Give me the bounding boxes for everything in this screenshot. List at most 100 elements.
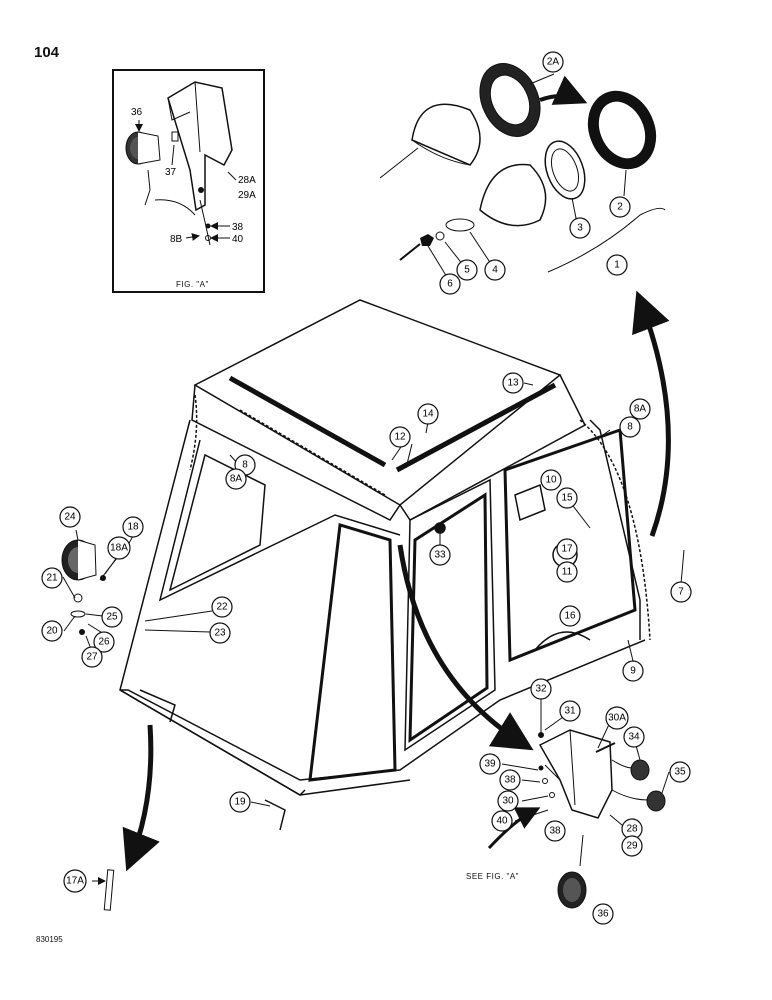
callout-26: 26	[93, 631, 115, 653]
callout-circle	[609, 196, 631, 218]
callout-number: 34	[628, 732, 640, 743]
callout-3: 3	[569, 217, 591, 239]
callout-circle	[556, 561, 578, 583]
callout-36: 36	[592, 903, 614, 925]
callout-23: 23	[209, 622, 231, 644]
callout-circle	[559, 700, 581, 722]
flow-arrows	[122, 290, 671, 872]
callout-number: 6	[447, 279, 453, 290]
callout-circle	[622, 660, 644, 682]
callout-12: 12	[389, 426, 411, 448]
see-fig-note: SEE FIG. "A"	[466, 872, 520, 881]
callout-number: 3	[577, 223, 583, 234]
callout-circle	[670, 581, 692, 603]
callout-number: 24	[64, 512, 76, 523]
callout-number: 16	[564, 611, 576, 622]
callout-number: 36	[597, 909, 609, 920]
callout-circle	[559, 605, 581, 627]
callout-circle	[556, 538, 578, 560]
inset-label-8B: 8B	[170, 234, 183, 245]
callout-31: 31	[559, 700, 581, 722]
callout-number: 32	[535, 684, 547, 695]
callout-5: 5	[456, 259, 478, 281]
callout-number: 8A	[634, 404, 647, 415]
callout-number: 28	[626, 824, 638, 835]
callout-circle	[122, 516, 144, 538]
inset-label-40: 40	[232, 234, 244, 245]
callout-number: 11	[562, 567, 573, 578]
cab-body	[119, 299, 651, 831]
inset-label-36: 36	[131, 107, 143, 118]
callout-number: 18A	[110, 543, 128, 554]
inset-figure-a: 36 37 28A 29A 38 8B 40	[112, 69, 265, 293]
callout-circle	[605, 706, 629, 730]
callout-circle	[41, 620, 63, 642]
callout-11: 11	[556, 561, 578, 583]
callout-number: 21	[46, 573, 58, 584]
callout-circle	[542, 51, 564, 73]
callout-number: 20	[46, 626, 58, 637]
callout-number: 5	[464, 265, 470, 276]
callout-number: 23	[214, 628, 226, 639]
callout-number: 2	[617, 202, 623, 213]
callout-number: 30	[502, 796, 514, 807]
callout-number: 12	[394, 432, 406, 443]
callout-number: 39	[484, 759, 496, 770]
callout-circle	[621, 835, 643, 857]
callout-24: 24	[59, 506, 81, 528]
callout-number: 38	[549, 826, 561, 837]
callout-17a: 17A	[63, 869, 87, 893]
callout-circle	[629, 398, 651, 420]
callout-number: 1	[614, 260, 620, 271]
callout-number: 17	[561, 544, 573, 555]
callout-number: 17A	[66, 876, 84, 887]
callout-number: 13	[507, 378, 519, 389]
callout-circle	[456, 259, 478, 281]
callout-circle	[211, 596, 233, 618]
callout-number: 9	[630, 666, 636, 677]
callout-circle	[540, 469, 562, 491]
callout-number: 2A	[547, 57, 560, 68]
callout-7: 7	[670, 581, 692, 603]
callout-circle	[569, 217, 591, 239]
callout-circle	[544, 820, 566, 842]
callout-number: 8	[242, 460, 248, 471]
callout-6: 6	[439, 273, 461, 295]
callout-4: 4	[484, 259, 506, 281]
callout-20: 20	[41, 620, 63, 642]
callout-number: 15	[561, 493, 573, 504]
callout-32: 32	[530, 678, 552, 700]
callout-9: 9	[622, 660, 644, 682]
callout-circle	[623, 726, 645, 748]
callout-circle	[491, 810, 513, 832]
callout-circle	[93, 631, 115, 653]
callout-30a: 30A	[605, 706, 629, 730]
callout-8a: 8A	[629, 398, 651, 420]
callout-circle	[439, 273, 461, 295]
callout-8: 8	[619, 416, 641, 438]
callout-18a: 18A	[107, 536, 131, 560]
callout-circle	[497, 790, 519, 812]
callout-layer: 122A3456788A88A9101112131415161717A1818A…	[41, 51, 692, 925]
drawing-code: 830195	[36, 935, 63, 944]
callout-8a: 8A	[225, 468, 247, 490]
callout-2: 2	[609, 196, 631, 218]
callout-17: 17	[556, 538, 578, 560]
callout-circle	[669, 761, 691, 783]
callout-circle	[389, 426, 411, 448]
callout-number: 31	[564, 706, 576, 717]
callout-number: 18	[127, 522, 139, 533]
callout-circle	[479, 753, 501, 775]
callout-30: 30	[497, 790, 519, 812]
callout-circle	[592, 903, 614, 925]
callout-38: 38	[499, 769, 521, 791]
callout-circle	[417, 403, 439, 425]
callout-circle	[209, 622, 231, 644]
inset-lamp-36	[125, 131, 161, 206]
callout-circle	[225, 468, 247, 490]
callout-circle	[429, 544, 451, 566]
callout-number: 38	[504, 775, 516, 786]
headlamp-assembly	[379, 63, 666, 283]
callout-10: 10	[540, 469, 562, 491]
